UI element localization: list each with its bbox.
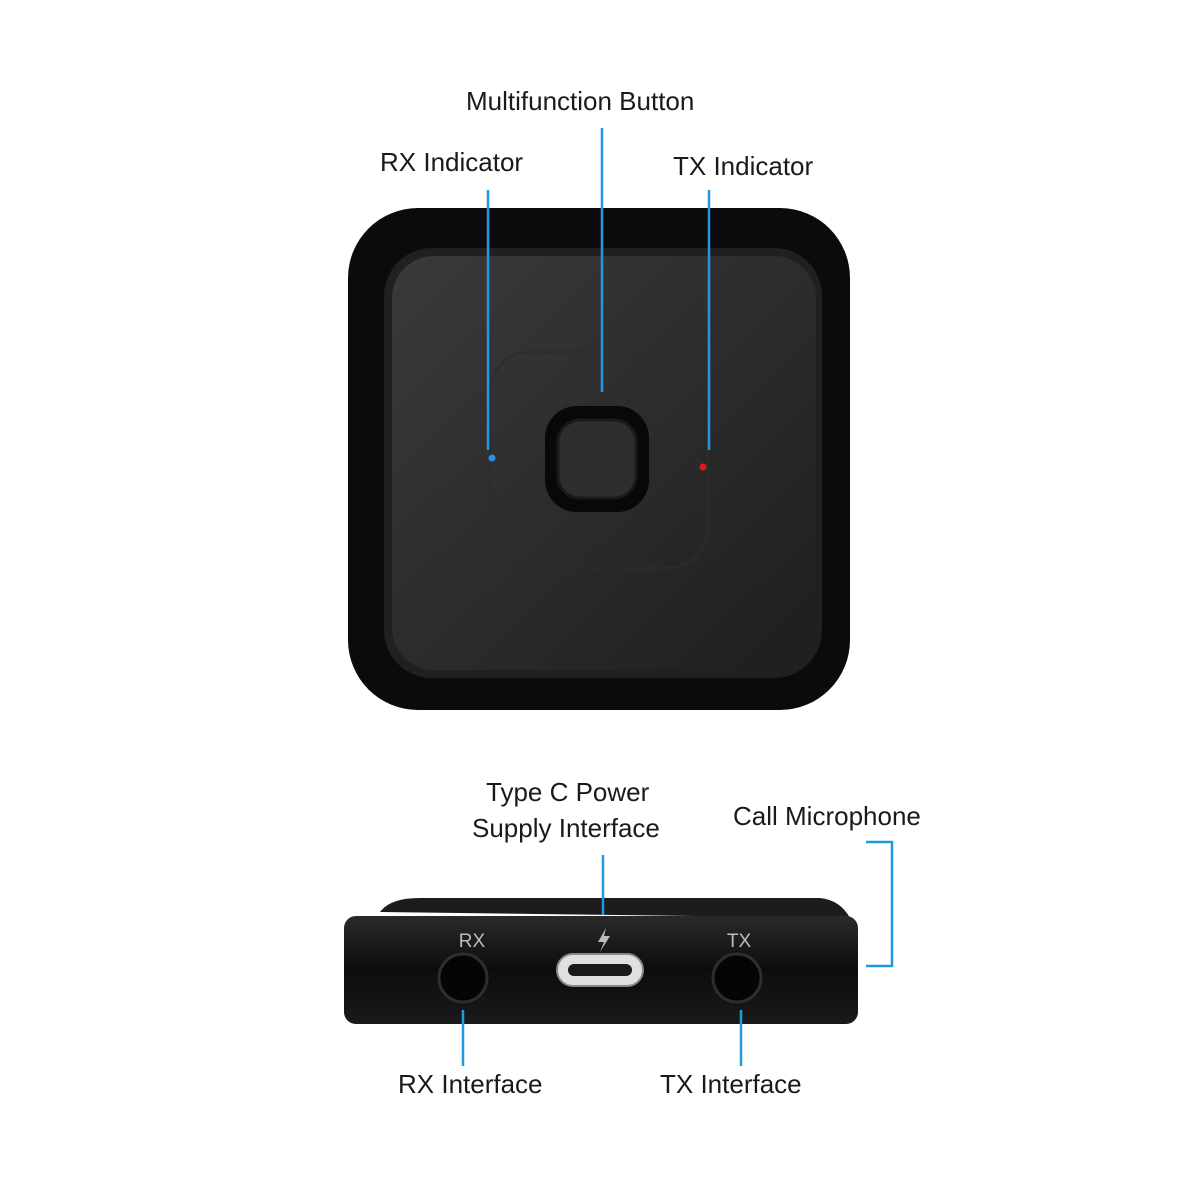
rx-jack xyxy=(437,952,489,1004)
lightning-icon xyxy=(598,928,610,952)
tx-interface-label: TX Interface xyxy=(660,1069,802,1099)
device-top-view xyxy=(348,208,850,710)
rx-led xyxy=(488,454,496,462)
rx-indicator-label: RX Indicator xyxy=(380,147,524,177)
leader-lines xyxy=(461,128,894,1066)
type-c-label-line1: Type C Power xyxy=(486,777,650,807)
tx-led xyxy=(699,463,707,471)
tx-port-label: TX xyxy=(727,931,752,952)
tx-jack xyxy=(711,952,763,1004)
tx-indicator-label: TX Indicator xyxy=(673,151,814,181)
type-c-label-line2: Supply Interface xyxy=(472,813,660,843)
call-microphone-label: Call Microphone xyxy=(733,801,921,831)
rx-port-label: RX xyxy=(459,931,486,952)
multifunction-button-label: Multifunction Button xyxy=(466,86,695,116)
rx-interface-label: RX Interface xyxy=(398,1069,543,1099)
device-side-view: RX TX xyxy=(344,898,858,1024)
